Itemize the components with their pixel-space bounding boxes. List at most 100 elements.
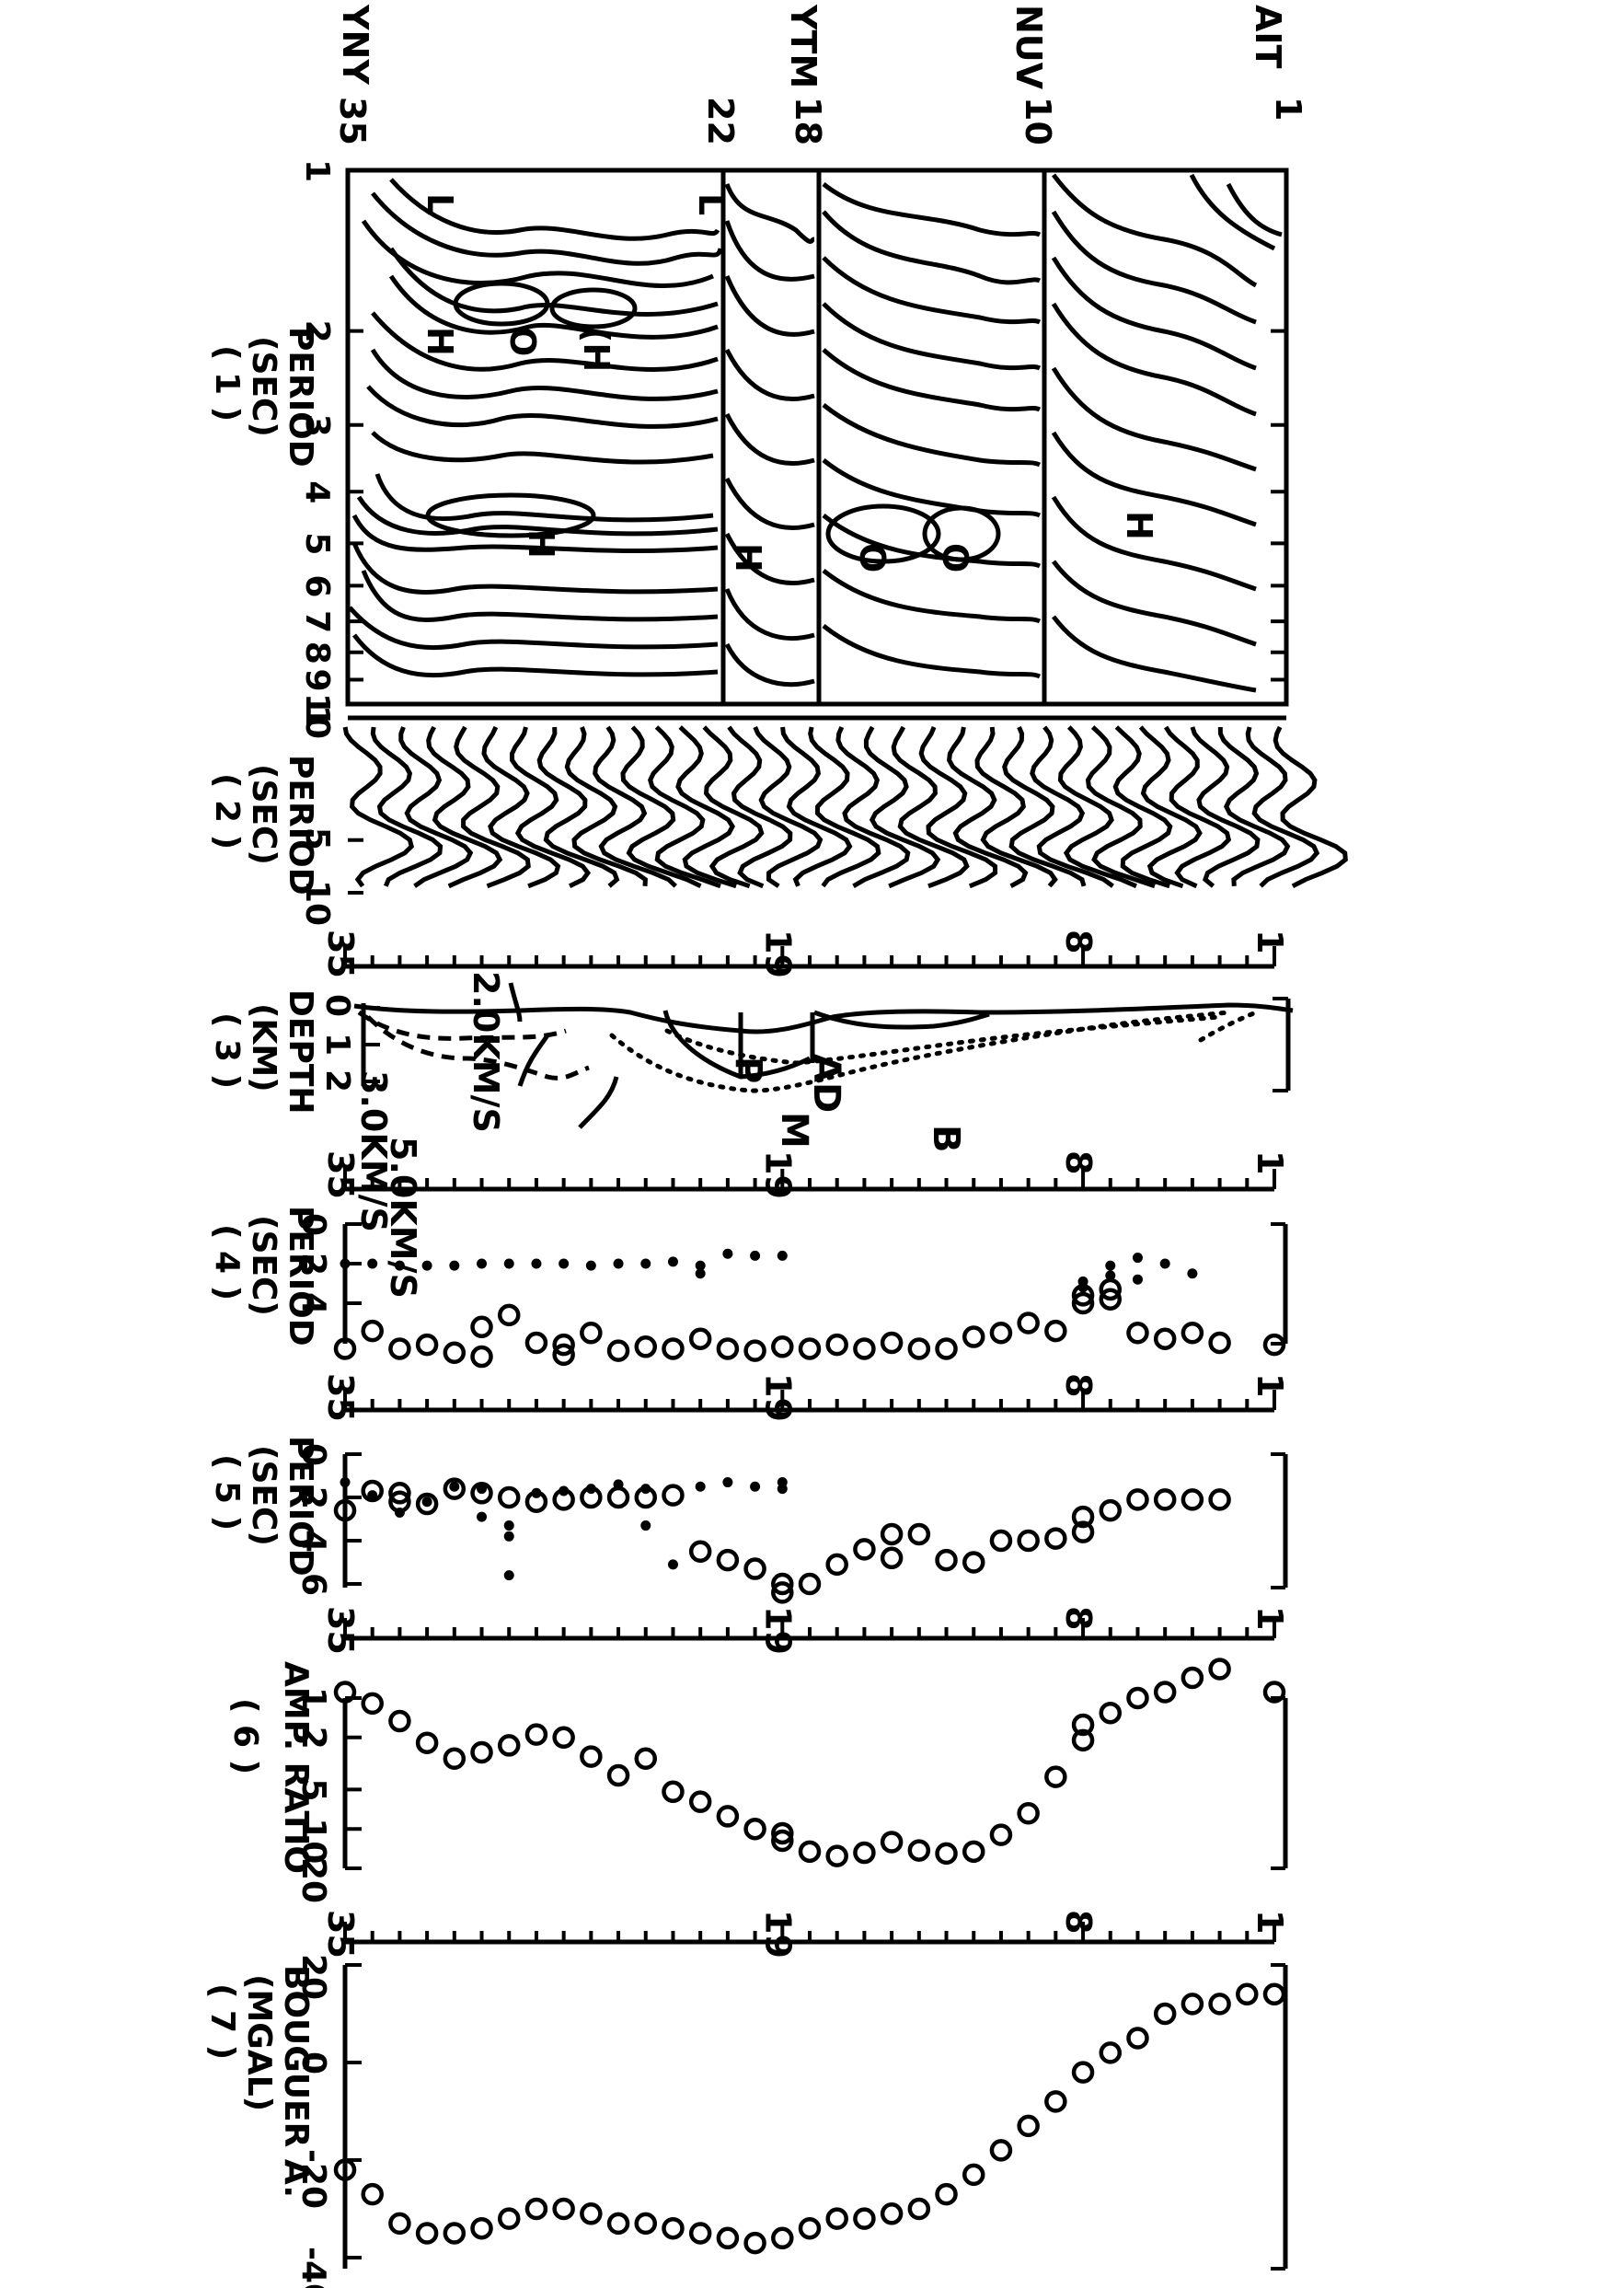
data-point-open: [552, 1726, 575, 1750]
data-point-open: [716, 1337, 740, 1360]
data-point-open: [743, 1557, 766, 1580]
data-point-open: [907, 1522, 931, 1546]
seismogram-trace: [1030, 725, 1114, 888]
value-tick-label: 20: [294, 1954, 332, 2000]
value-tick-label: 5: [294, 1778, 332, 1801]
seismogram-trace: [426, 725, 503, 889]
data-point-filled: [421, 1496, 432, 1508]
contour-line: [371, 191, 723, 266]
seismogram-trace: [702, 725, 765, 889]
data-point-open: [1181, 1993, 1204, 2016]
panel-7-ylabel: BOUGUER A. (MGAL) ( 7 ): [203, 1965, 315, 2198]
unit-label-b: B: [925, 1125, 967, 1153]
data-point-open: [470, 1345, 493, 1369]
data-point-open: [388, 1482, 411, 1505]
contour-line: [724, 532, 815, 585]
data-point-open: [497, 2207, 521, 2230]
data-point-filled: [1132, 1274, 1143, 1285]
data-point-filled: [777, 1250, 788, 1261]
data-point-open: [634, 1335, 658, 1358]
data-point-open: [388, 1337, 411, 1360]
data-point-open: [580, 2202, 603, 2225]
data-point-open: [1153, 1681, 1177, 1704]
seismogram-trace: [1273, 725, 1348, 889]
data-point-open: [688, 2222, 712, 2245]
data-point-open: [606, 2212, 630, 2236]
data-point-open: [606, 1485, 630, 1509]
contour-line: [1226, 182, 1283, 237]
seismogram-trace: [564, 726, 648, 886]
station-tick-label: 8: [1058, 1373, 1099, 1397]
data-point-open: [935, 1337, 958, 1360]
value-tick-label: 0: [294, 2051, 332, 2074]
panel-2-ylabel: PERIOD (SEC) ( 2 ): [208, 755, 319, 896]
data-point-open: [798, 2216, 822, 2240]
contour-line: [724, 183, 815, 244]
data-point-open: [497, 1734, 521, 1757]
data-point-open: [880, 2202, 904, 2225]
value-tick-label: 0: [294, 1443, 332, 1466]
data-point-open: [524, 1331, 548, 1355]
period-tick-label: 9: [298, 668, 336, 691]
value-tick-label: 0: [294, 1213, 332, 1236]
value-tick-label: -20: [294, 2149, 332, 2209]
data-point-open: [880, 1331, 904, 1355]
data-point-open: [825, 1553, 848, 1577]
seismogram-trace: [835, 726, 911, 888]
value-tick-label: 20: [294, 1857, 332, 1903]
data-point-filled: [477, 1258, 488, 1269]
data-point-open: [1262, 1333, 1286, 1357]
contour-line: [724, 412, 815, 466]
ylabel-line: ( 7 ): [203, 1983, 241, 2060]
data-point-open: [743, 1817, 766, 1841]
data-point-filled: [695, 1481, 706, 1492]
data-point-open: [1044, 1527, 1067, 1550]
velocity-label-5-0: 5.0KM/S: [383, 1137, 423, 1299]
data-point-open: [1071, 1505, 1095, 1529]
data-point-filled: [1132, 1253, 1143, 1264]
data-point-open: [989, 2139, 1013, 2162]
data-point-open: [580, 1322, 603, 1345]
data-point-open: [361, 1692, 384, 1716]
seismogram-trace: [1002, 726, 1087, 887]
value-tick-label: 6: [294, 1573, 332, 1596]
station-number-10: 10: [1018, 97, 1058, 145]
seismogram-trace: [481, 725, 561, 889]
data-point-filled: [1159, 1258, 1170, 1269]
panel-4-ylabel: PERIOD (SEC) ( 4 ): [208, 1206, 319, 1346]
contour-line: [351, 542, 719, 595]
seismogram-trace: [1245, 726, 1320, 888]
seismogram-trace: [1190, 726, 1261, 888]
unit-label-p: P: [727, 1057, 769, 1083]
data-point-open: [662, 1337, 685, 1360]
panel-6-ylabel: AMP. RATIO ( 6 ): [226, 1661, 315, 1874]
period-tick-label: 1: [298, 705, 336, 728]
station-tick-label: 8: [1058, 1150, 1099, 1174]
ylabel-line: PERIOD: [282, 1206, 319, 1346]
data-point-open: [606, 1763, 630, 1787]
ylabel-line: ( 1 ): [208, 345, 246, 422]
data-point-open: [552, 2197, 575, 2221]
data-point-open: [1071, 1728, 1095, 1752]
data-point-open: [771, 1829, 794, 1853]
station-code-yny: YNY: [335, 4, 375, 85]
contour-line: [724, 642, 815, 688]
contour-line: [1052, 173, 1258, 288]
data-point-filled: [477, 1511, 488, 1522]
period-tick-label: 10: [298, 693, 336, 739]
seismogram-trace: [780, 726, 853, 887]
station-tick-label: 8: [1058, 1606, 1099, 1630]
period-tick-label: 5: [298, 827, 336, 850]
data-point-open: [552, 1343, 575, 1367]
data-point-filled: [340, 1477, 351, 1488]
data-point-open: [825, 2207, 848, 2230]
data-point-open: [1236, 1982, 1259, 2006]
ylabel-line: ( 3 ): [208, 1012, 246, 1089]
ylabel-line: (KM): [245, 1003, 282, 1092]
data-point-filled: [503, 1258, 514, 1269]
